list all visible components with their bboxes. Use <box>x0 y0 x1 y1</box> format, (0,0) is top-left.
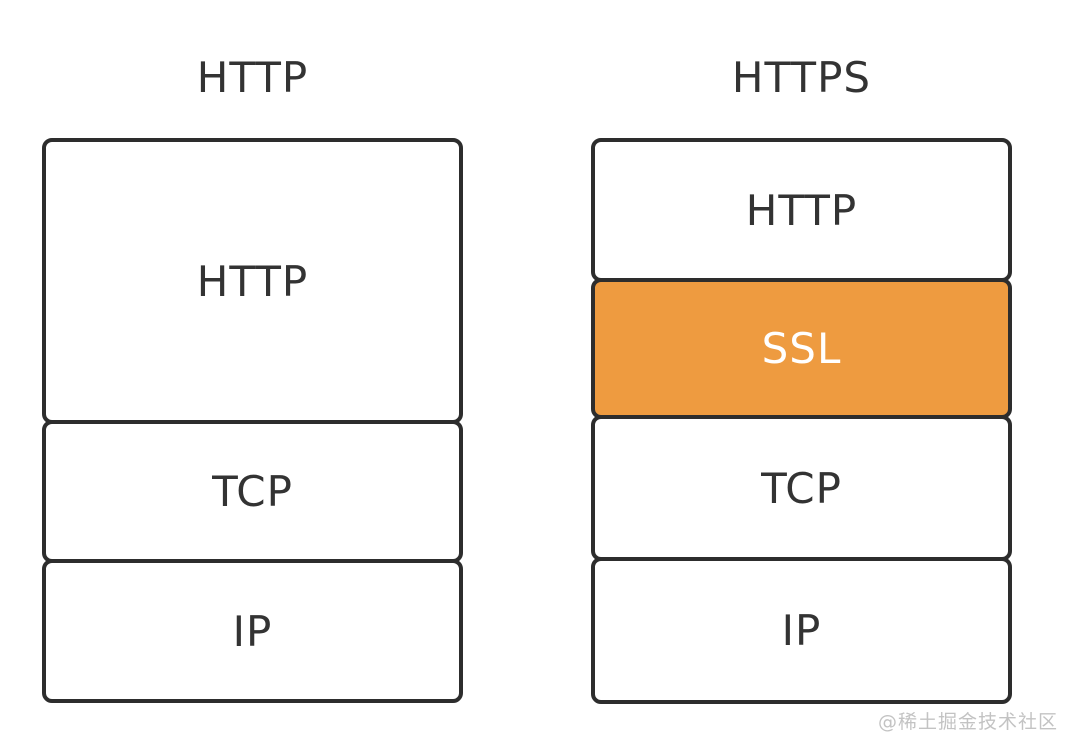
layer-https-ip: IP <box>591 557 1012 704</box>
layer-https-http: HTTP <box>591 138 1012 282</box>
layer-https-tcp: TCP <box>591 415 1012 561</box>
protocol-stack-http: HTTP TCP IP <box>42 138 463 703</box>
layer-http-tcp: TCP <box>42 420 463 563</box>
column-title-http: HTTP <box>196 52 309 102</box>
layer-https-ssl: SSL <box>591 278 1012 419</box>
layer-label: SSL <box>761 324 842 373</box>
layer-label: IP <box>232 606 273 656</box>
protocol-stack-https: HTTP SSL TCP IP <box>591 138 1012 704</box>
layer-label: HTTP <box>745 185 858 235</box>
layer-label: HTTP <box>196 256 309 306</box>
layer-http-http: HTTP <box>42 138 463 424</box>
layer-label: TCP <box>212 467 293 516</box>
layer-label: TCP <box>761 463 842 513</box>
stack-column-https: HTTPS HTTP SSL TCP IP <box>591 0 1012 704</box>
layer-label: IP <box>781 606 822 655</box>
column-title-https: HTTPS <box>731 52 872 102</box>
stack-column-http: HTTP HTTP TCP IP <box>42 0 463 703</box>
watermark: @稀土掘金技术社区 <box>877 711 1058 733</box>
layer-http-ip: IP <box>42 559 463 703</box>
